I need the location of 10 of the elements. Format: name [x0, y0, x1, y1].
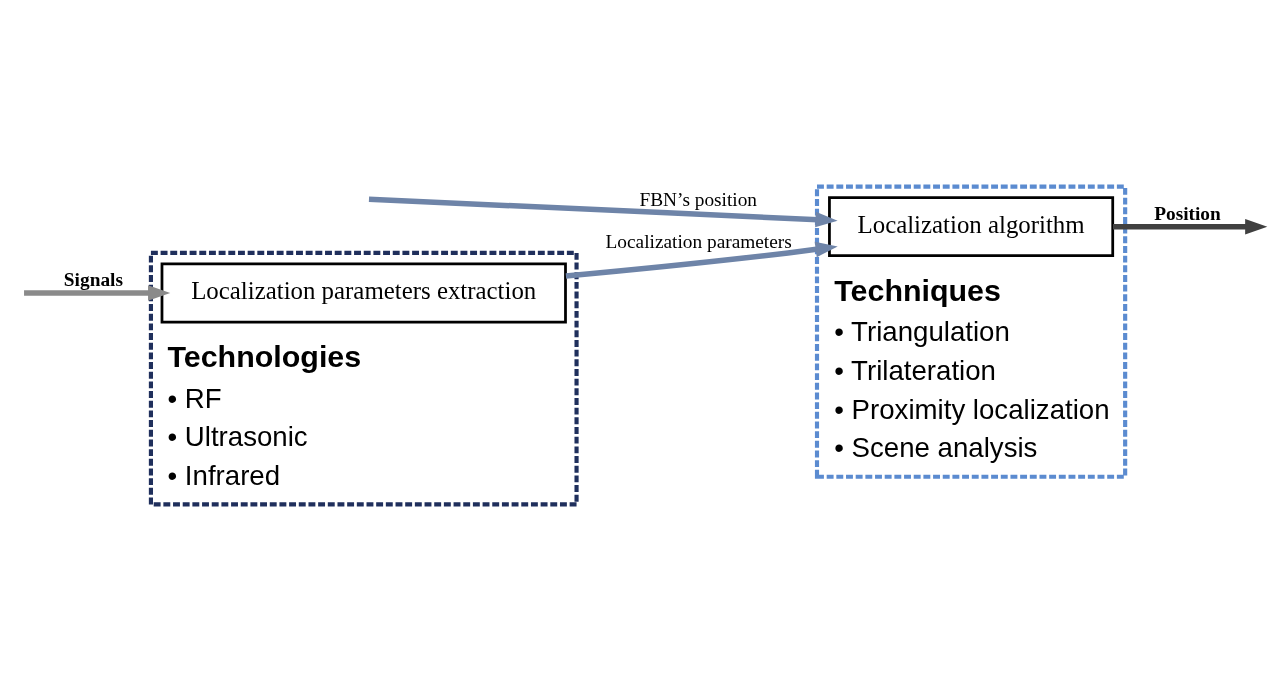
arrow [368, 196, 838, 228]
arrow [24, 285, 171, 301]
node-box: Localization parameters extraction [160, 262, 567, 324]
edge-label: Position [1154, 203, 1221, 225]
node-box: Localization algorithm [828, 196, 1115, 258]
arrow [565, 241, 838, 279]
arrow [1112, 218, 1268, 235]
edge-label: Localization parameters [605, 230, 792, 252]
edge-label: Signals [63, 269, 123, 291]
edge-label: FBN’s position [639, 189, 758, 211]
